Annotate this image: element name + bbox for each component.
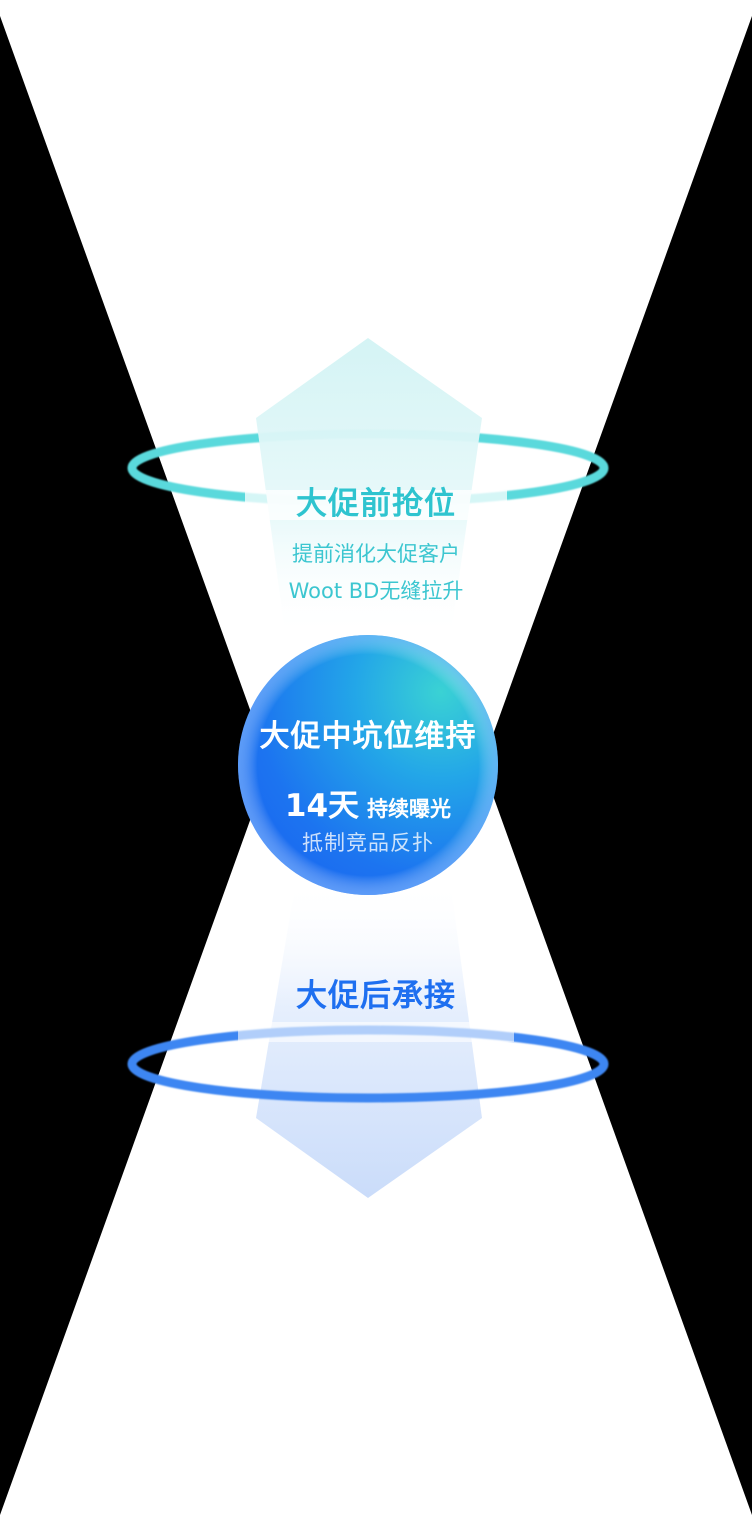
stage-during-note: 抵制竞品反扑	[302, 831, 434, 855]
right-dark-region	[482, 16, 752, 1515]
stage-post-title: 大促后承接	[296, 978, 456, 1014]
stage-pre-title: 大促前抢位	[296, 486, 456, 522]
stage-during-highlight: 14天持续曝光	[238, 780, 498, 825]
up-arrow-icon	[256, 338, 482, 640]
left-dark-region	[0, 16, 270, 1515]
stage-pre-line-1: 提前消化大促客户	[292, 542, 460, 566]
highlight-value: 14天	[284, 788, 360, 824]
stage-pre-line-2: Woot BD无缝拉升	[288, 579, 464, 603]
stage-during-title: 大促中坑位维持	[259, 719, 477, 754]
highlight-label: 持续曝光	[367, 797, 452, 821]
